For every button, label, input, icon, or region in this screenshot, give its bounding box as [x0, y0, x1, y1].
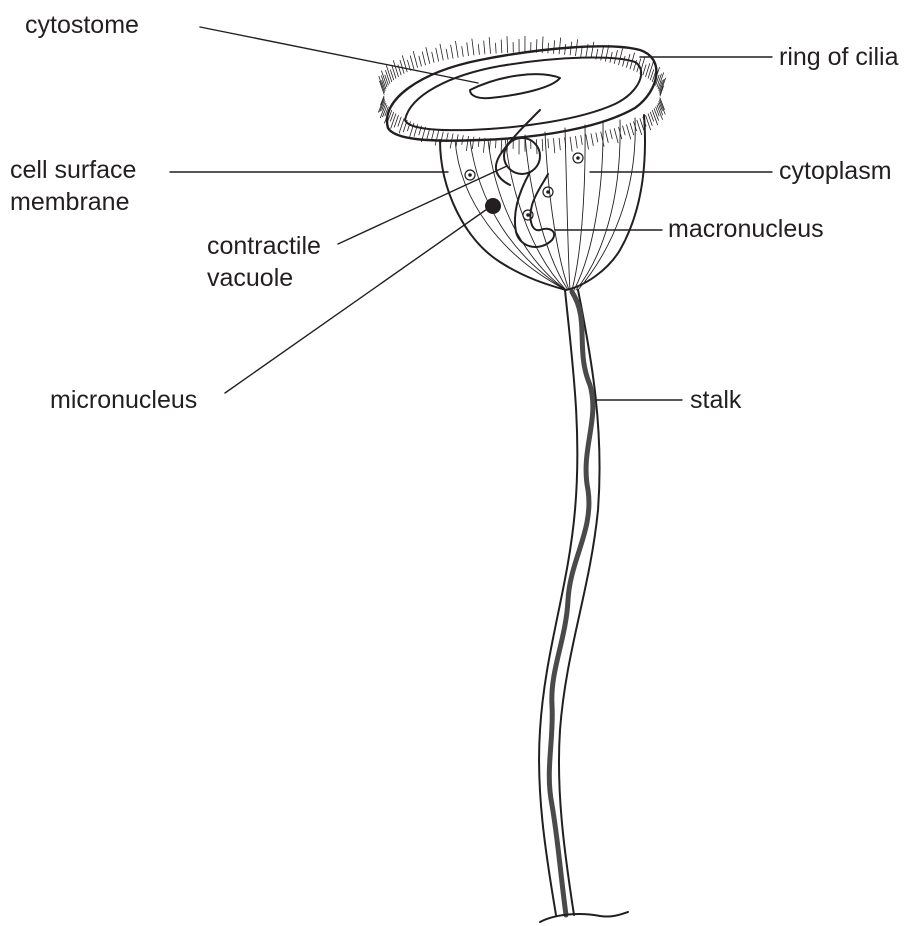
label-contractile-vacuole-line2: vacuole — [207, 262, 321, 294]
cilium — [422, 52, 425, 65]
label-cell-surface-membrane-line1: cell surface — [10, 154, 136, 186]
stalk-sheath-right — [559, 290, 600, 915]
cilium — [623, 56, 626, 66]
cilium — [380, 81, 385, 94]
cilium — [440, 44, 443, 60]
cilium — [507, 37, 508, 53]
cilium — [643, 65, 646, 75]
substrate — [540, 912, 628, 922]
cilium — [652, 110, 657, 124]
label-cytoplasm: cytoplasm — [779, 155, 892, 187]
label-cell-surface-membrane: cell surface membrane — [10, 154, 136, 218]
cilium — [386, 66, 391, 82]
cilium — [398, 117, 401, 126]
leader-cytostome — [200, 27, 478, 83]
cilium — [559, 38, 561, 54]
cilium — [596, 133, 598, 142]
cilium — [393, 61, 398, 77]
cilium — [623, 126, 626, 135]
cilium — [501, 40, 502, 53]
cilium — [605, 131, 608, 143]
cilium — [462, 47, 463, 57]
cilium — [570, 137, 572, 151]
cilium — [630, 123, 634, 135]
cilium — [554, 41, 555, 54]
cilium — [654, 109, 658, 121]
cytostome-groove — [470, 74, 560, 98]
cilium — [446, 49, 448, 59]
cilium — [646, 115, 651, 129]
contractile-vacuole-shape — [504, 138, 540, 174]
cilium — [432, 130, 434, 139]
cilium — [576, 136, 578, 148]
cilium — [489, 38, 490, 54]
cilium — [441, 132, 444, 144]
cilium — [565, 44, 566, 54]
cilium — [496, 43, 497, 53]
food-vacuoles — [465, 153, 583, 220]
label-ring-of-cilia: ring of cilia — [779, 41, 899, 73]
cilium — [398, 65, 401, 75]
cilium — [466, 136, 468, 150]
cilium — [548, 139, 549, 148]
cilium — [435, 131, 438, 145]
cilium — [507, 140, 508, 152]
cilium — [619, 49, 623, 65]
cilium — [436, 48, 439, 61]
micronucleus-shape — [486, 199, 500, 213]
cilium — [467, 43, 469, 56]
cell-body — [387, 46, 656, 290]
cilium — [410, 56, 414, 69]
cilium — [601, 132, 604, 146]
label-contractile-vacuole: contractile vacuole — [207, 230, 321, 294]
cilium — [660, 98, 665, 110]
label-stalk: stalk — [690, 384, 741, 416]
cilium — [548, 43, 549, 53]
stalk-sheath-left — [539, 290, 577, 915]
cilium — [451, 45, 453, 58]
cilium — [413, 51, 417, 67]
cilium — [426, 48, 430, 64]
cilium — [586, 135, 589, 149]
label-contractile-vacuole-line1: contractile — [207, 230, 321, 262]
cilium — [379, 76, 385, 92]
cilium — [542, 139, 543, 151]
cilium — [591, 42, 594, 58]
cilium — [640, 119, 644, 131]
cilium — [484, 41, 485, 54]
cilium — [456, 41, 459, 57]
cilium — [472, 137, 474, 149]
cilium — [478, 44, 479, 54]
cilium — [648, 62, 653, 78]
label-cytostome: cytostome — [25, 9, 139, 41]
label-macronucleus: macronucleus — [668, 213, 824, 245]
label-cell-surface-membrane-line2: membrane — [10, 186, 136, 218]
leader-contractile-vacuole — [338, 166, 507, 244]
cilium — [536, 140, 537, 154]
cilium — [581, 136, 582, 145]
cilium — [386, 70, 390, 83]
stalk-illustration — [539, 290, 628, 922]
cilium — [536, 40, 537, 53]
cilium — [614, 129, 618, 143]
cilium — [472, 39, 474, 55]
cilium — [614, 51, 617, 64]
cilium — [591, 134, 593, 146]
cilium — [627, 125, 631, 139]
cilium — [419, 56, 422, 66]
stalk-spasmoneme — [549, 292, 593, 915]
cilium — [660, 100, 666, 114]
cilium — [660, 86, 664, 96]
cilium — [427, 129, 430, 141]
cilium — [391, 114, 396, 128]
cilium — [432, 52, 434, 62]
label-micronucleus: micronucleus — [50, 384, 197, 416]
cilium — [610, 130, 612, 139]
cilium — [559, 138, 560, 150]
cilium — [554, 139, 555, 153]
